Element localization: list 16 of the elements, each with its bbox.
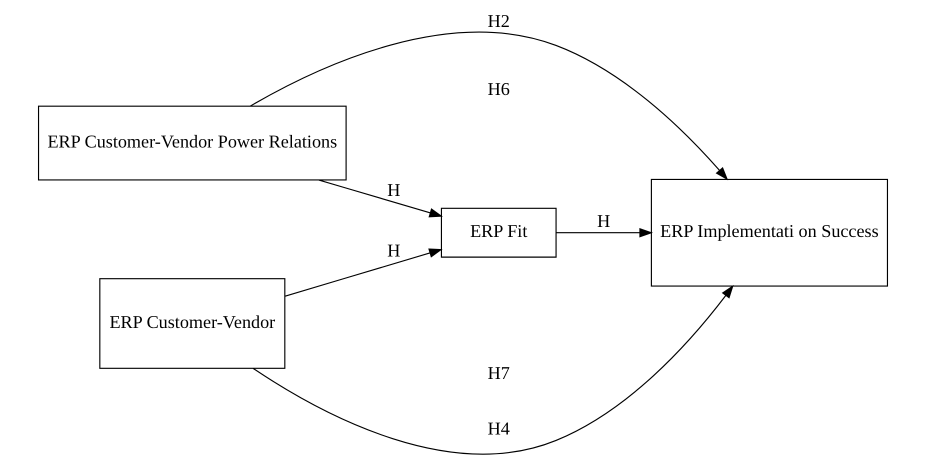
node-box: ERP Implementati on Success xyxy=(650,178,888,287)
edge-label: H xyxy=(387,240,400,260)
node-box: ERP Fit xyxy=(440,208,557,258)
arrow xyxy=(252,284,734,454)
label: H7 xyxy=(488,362,510,383)
label: H6 xyxy=(488,79,510,100)
arrow xyxy=(556,228,653,238)
edge-label: H xyxy=(387,180,400,200)
edge-label: H2 xyxy=(488,11,510,32)
arrow xyxy=(284,248,443,297)
edge-label: H4 xyxy=(488,418,510,439)
node-box: ERP Customer-Vendor Power Relations xyxy=(38,106,347,181)
node-box: ERP Customer-Vendor xyxy=(99,278,286,369)
edge-label: H xyxy=(597,210,610,231)
arrow xyxy=(318,180,443,218)
arrow xyxy=(250,32,728,180)
